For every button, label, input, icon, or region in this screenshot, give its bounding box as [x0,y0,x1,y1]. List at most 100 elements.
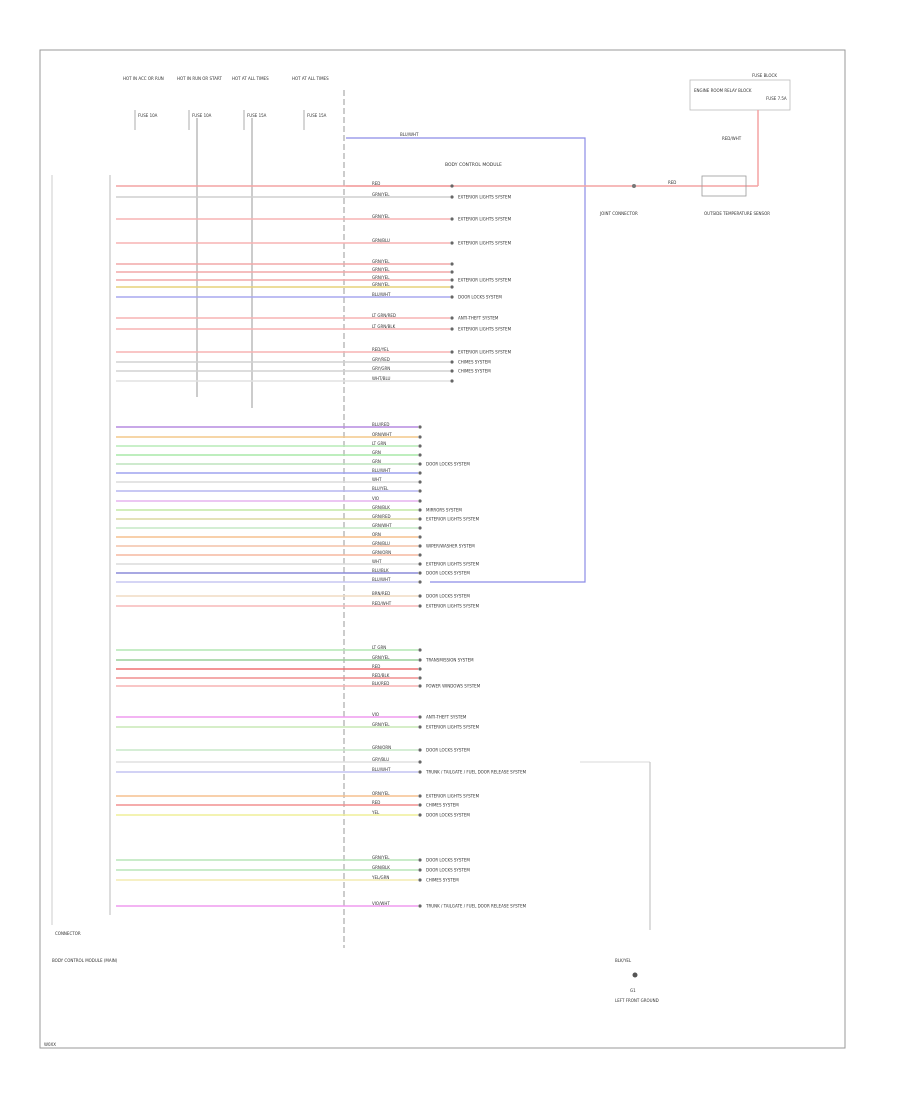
wire-color-label: GRN [372,450,381,455]
wire-terminal [418,667,422,671]
ground-label: LEFT FRONT GROUND [615,998,659,1003]
wire-terminal [450,270,454,274]
wire-color-label: GRN/BLU [372,238,390,243]
ground-point [632,972,638,978]
ecu-title: BODY CONTROL MODULE [445,162,502,168]
destination-label: DOOR LOCKS SYSTEM [458,295,502,300]
junction-dot [632,184,636,188]
wire-color-label: RED [372,181,380,186]
fuse-block-label: FUSE BLOCK [752,73,777,78]
destination-label: EXTERIOR LIGHTS SYSTEM [458,350,512,355]
destination-label: EXTERIOR LIGHTS SYSTEM [426,517,480,522]
destination-label: DOOR LOCKS SYSTEM [426,858,470,863]
wire-terminal [418,517,422,521]
wire-terminal [450,262,454,266]
wire-color-label: GRY/RED [372,357,390,362]
wire-color-label: ORN/WHT [372,432,392,437]
diagram-frame [39,49,846,1049]
destination-label: EXTERIOR LIGHTS SYSTEM [426,604,480,609]
wire-terminal [450,350,454,354]
wire-color-label: RED/BLK [372,673,390,678]
wire-color-label: RED/YEL [372,347,390,352]
destination-label: EXTERIOR LIGHTS SYSTEM [426,794,480,799]
top-connector-label: HOT IN ACC OR RUN [123,76,164,81]
sensor-label: OUTSIDE TEMPERATURE SENSOR [704,211,770,216]
wire-color-label: RED [372,664,380,669]
destination-label: CHIMES SYSTEM [458,360,491,365]
wire-row: ORN [116,532,422,539]
wire-terminal [418,676,422,680]
relay-box-label: ENGINE ROOM RELAY BLOCK [694,88,752,93]
wire-color-label: LT GRN [372,441,386,446]
wire-terminal [418,544,422,548]
wire-color-label: GRN/YEL [372,192,390,197]
wire-color-label: GRN/RED [372,514,391,519]
top-connector-fuse: FUSE 15A [247,113,267,118]
connector-label: CONNECTOR [55,931,81,936]
wire-color-label: LT GRN [372,645,386,650]
destination-label: EXTERIOR LIGHTS SYSTEM [458,327,512,332]
junction-label: JOINT CONNECTOR [599,211,638,216]
wire-terminal [418,508,422,512]
wire-row: BLU/WHT [116,468,422,475]
module-label: BODY CONTROL MODULE (MAIN) [52,958,118,963]
destination-label: DOOR LOCKS SYSTEM [426,462,470,467]
wire-row: BLU/WHT TRUNK / TAILGATE / FUEL DOOR RELE… [116,767,527,775]
wire-row: RED/WHT EXTERIOR LIGHTS SYSTEM [116,601,480,609]
wire-terminal [418,462,422,466]
wire-row: GRY/RED CHIMES SYSTEM [116,357,491,365]
destination-label: DOOR LOCKS SYSTEM [426,813,470,818]
wire-row: ORN/WHT [116,432,422,439]
wire-row: RED [116,664,422,671]
wire-terminal [418,904,422,908]
wire-terminal [418,868,422,872]
ground-wire-label: BLK/YEL [615,958,632,963]
wire-terminal [450,285,454,289]
wire-terminal [450,184,454,188]
wire-color-label: GRN/BLK [372,865,390,870]
wire-terminal [418,471,422,475]
relay-wire-label: RED/WHT [722,136,742,141]
wire-row: GRN/YEL [116,267,454,274]
wire-color-label: GRN/ORN [372,745,391,750]
wire-terminal [418,648,422,652]
destination-label: DOOR LOCKS SYSTEM [426,594,470,599]
wire-color-label: RED [372,800,380,805]
wire-terminal [418,604,422,608]
destination-label: TRUNK / TAILGATE / FUEL DOOR RELEASE SYS… [425,770,527,775]
destination-label: TRANSMISSION SYSTEM [425,658,474,663]
wire-row: GRN/YEL [116,282,454,289]
wire-color-label: RED/WHT [372,601,392,606]
wire-row: LT GRN [116,441,422,448]
wire-terminal [418,489,422,493]
wire-terminal [418,803,422,807]
wire-terminal [418,553,422,557]
wire-color-label: GRN/YEL [372,275,390,280]
wire-terminal [418,813,422,817]
wire-terminal [418,453,422,457]
wire-terminal [418,725,422,729]
wire-row: GRN/ORN [116,550,422,557]
wire-terminal [418,794,422,798]
wire-terminal [450,217,454,221]
wire-color-label: BLU/YEL [372,486,389,491]
destination-label: EXTERIOR LIGHTS SYSTEM [458,217,512,222]
wire-color-label: BLU/WHT [372,767,391,772]
wire-terminal [450,327,454,331]
wire-row: WHT [116,477,422,484]
wire-terminal [418,748,422,752]
wire-terminal [450,369,454,373]
wire-color-label: BLU/WHT [372,577,391,582]
wire-row: RED/BLK [116,673,422,680]
